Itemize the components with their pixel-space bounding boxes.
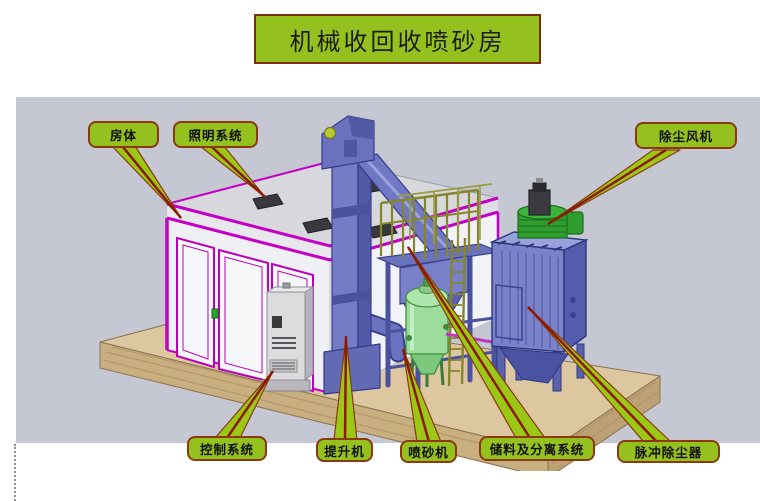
callout-hoist: 提升机 [316, 438, 373, 462]
control-cabinet [261, 282, 315, 392]
fan-motor [528, 189, 551, 216]
callout-house-body: 房体 [88, 121, 159, 148]
elevator-pulley [323, 126, 337, 140]
arrow-dust-removal-fan [547, 148, 681, 226]
magenta-trim [165, 160, 500, 394]
collector-access-door [495, 284, 523, 341]
page-title: 机械收回收喷砂房 [254, 14, 541, 64]
machine-illustration [16, 97, 760, 471]
bucket-elevator [321, 115, 456, 395]
callout-control-system: 控制系统 [187, 436, 267, 461]
callout-pulse-dust-collector: 脉冲除尘器 [617, 440, 720, 463]
left-dotted-guide [14, 444, 16, 501]
callout-storage-separation: 储料及分离系统 [479, 436, 595, 461]
door-handle [211, 308, 219, 319]
callout-lighting-system: 照明系统 [173, 121, 258, 148]
platform-railing [379, 183, 493, 259]
callout-dust-removal-fan: 除尘风机 [635, 122, 737, 149]
callout-sandblast-machine: 喷砂机 [400, 440, 457, 463]
